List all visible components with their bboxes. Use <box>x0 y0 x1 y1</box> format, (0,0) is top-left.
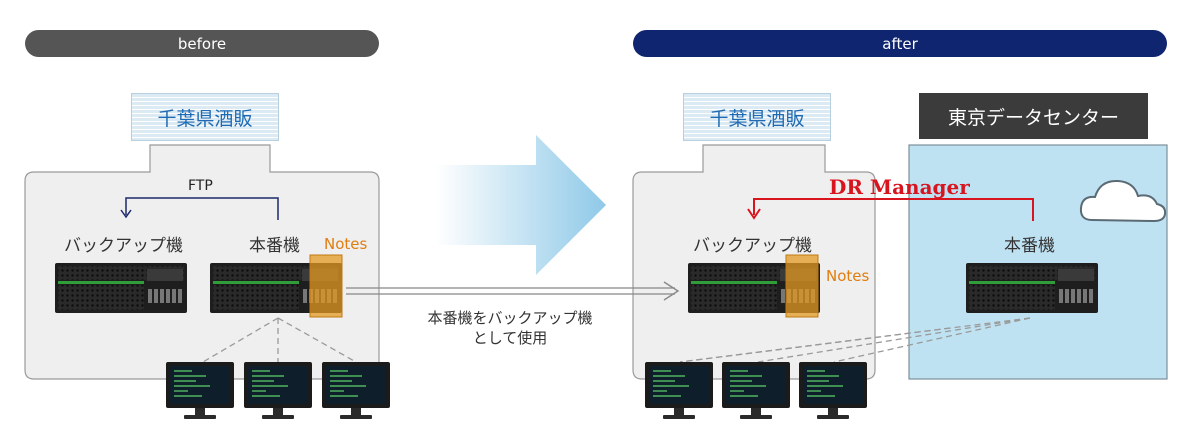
before-notes-marker <box>309 254 343 318</box>
after-notes-label: Notes <box>826 267 870 285</box>
datacenter-label: 東京データセンター <box>919 93 1148 139</box>
before-client-monitor <box>321 361 391 420</box>
before-client-monitor <box>243 361 313 420</box>
ftp-arrow <box>120 197 279 220</box>
before-production-label: 本番機 <box>249 236 300 256</box>
before-header: before <box>25 30 379 57</box>
after-client-monitor <box>721 361 791 420</box>
after-client-connections <box>679 317 1031 363</box>
before-notes-label: Notes <box>324 235 368 253</box>
after-client-monitor <box>644 361 714 420</box>
after-production-server <box>966 263 1098 313</box>
before-client-connections <box>202 317 357 363</box>
ftp-label: FTP <box>188 178 213 194</box>
before-site-label: 千葉県酒販 <box>131 93 279 141</box>
before-backup-label: バックアップ機 <box>64 236 183 256</box>
dr-manager-label: DR Manager <box>829 175 970 199</box>
after-notes-marker <box>785 254 819 318</box>
after-production-label: 本番機 <box>1004 236 1055 256</box>
cloud-icon <box>1079 179 1167 223</box>
transition-caption: 本番機をバックアップ機 として使用 <box>395 308 625 348</box>
transition-caption-line2: として使用 <box>472 329 548 347</box>
big-transition-arrow <box>436 135 606 275</box>
after-site-label: 千葉県酒販 <box>683 93 831 141</box>
after-header: after <box>633 30 1167 57</box>
transition-caption-line1: 本番機をバックアップ機 <box>427 309 593 327</box>
after-backup-label: バックアップ機 <box>693 236 812 256</box>
reuse-arrow <box>346 281 680 301</box>
before-client-monitor <box>165 361 235 420</box>
dr-manager-arrow <box>747 198 1034 221</box>
after-client-monitor <box>798 361 868 420</box>
before-backup-server <box>55 263 187 313</box>
